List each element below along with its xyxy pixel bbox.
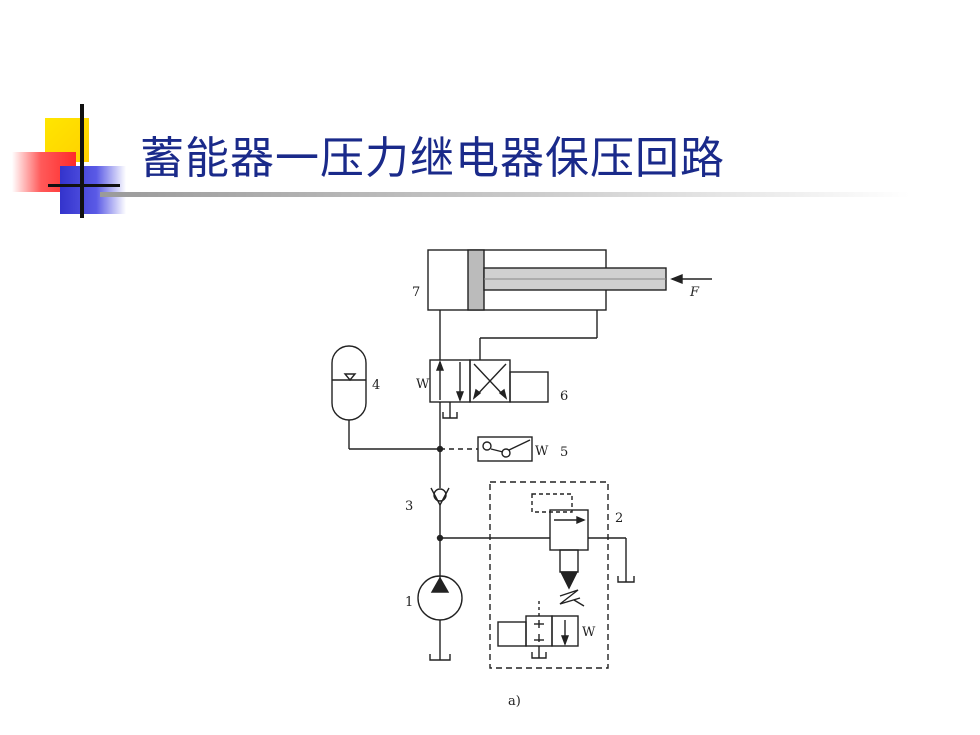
label-relief-valve: 2 [615,511,623,526]
decor-blue-square [60,166,126,214]
pressure-switch [440,436,533,462]
label-directional-valve: 6 [560,389,568,404]
force-arrow [670,273,712,285]
title-underline [100,192,910,197]
label-check-valve: 3 [405,499,413,514]
label-pump: 1 [405,595,413,610]
directional-valve [429,359,549,419]
decor-vertical-line [80,104,84,218]
spring-label-6: W [416,377,430,392]
decor-horizontal-line [48,184,120,187]
spring-label-2: W [582,625,596,640]
check-valve [430,487,450,580]
label-cylinder: 7 [412,285,420,300]
relief-valve [440,481,635,669]
slide-title: 蓄能器一压力继电器保压回路 [140,133,725,184]
label-accumulator: 4 [372,378,380,393]
spring-label-5: W [535,444,549,459]
diagram-caption: a) [508,694,521,709]
cylinder [427,249,667,311]
accumulator [331,345,440,450]
pump [417,575,463,661]
label-pressure-switch: 5 [560,445,568,460]
label-force: F [689,285,700,300]
